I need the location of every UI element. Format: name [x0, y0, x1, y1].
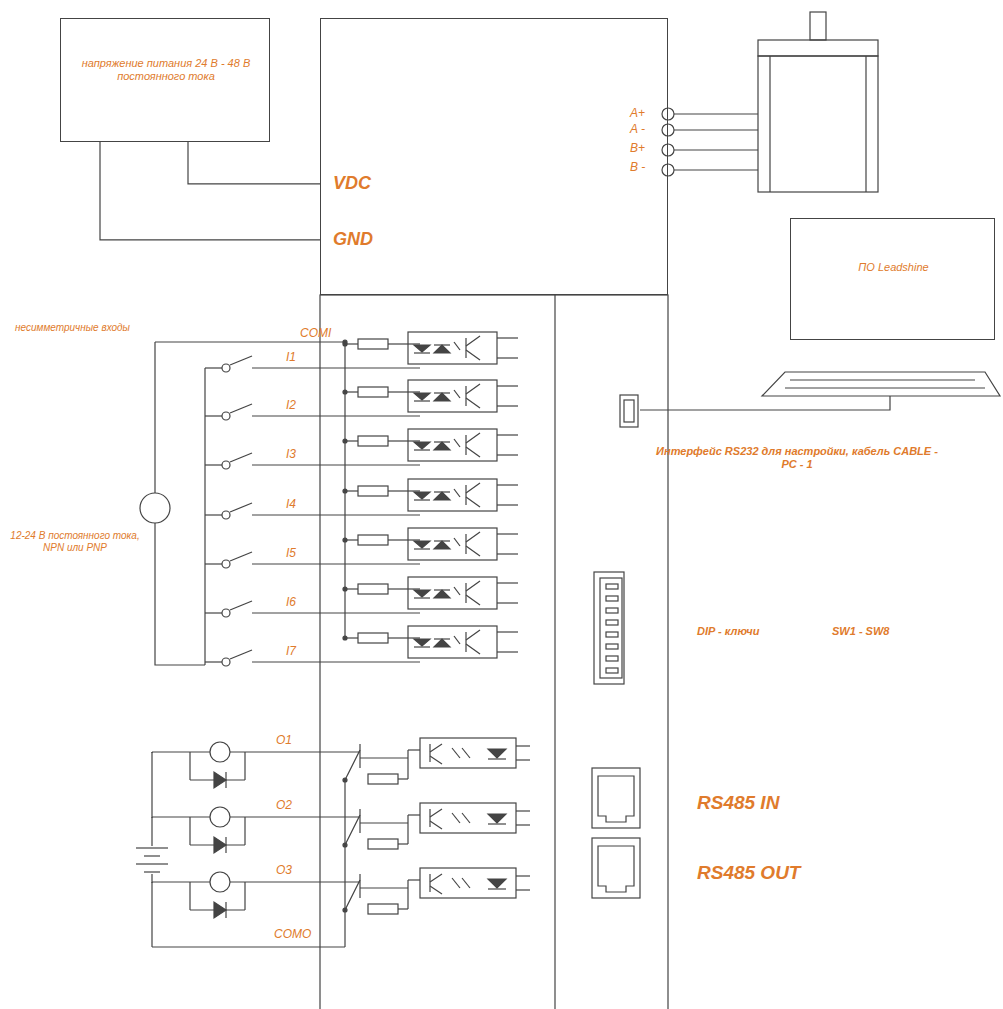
output-channels	[152, 738, 530, 918]
signal-name: I6	[286, 595, 296, 609]
input-channel	[205, 380, 518, 420]
input-channel	[205, 577, 518, 617]
signal-name: O3	[276, 863, 292, 877]
rj45-port	[592, 768, 640, 828]
software-label: ПО Leadshine	[801, 261, 986, 274]
input-channel	[205, 626, 518, 666]
input-channel	[205, 479, 518, 519]
signal-name: I3	[286, 447, 296, 461]
dip-switch	[594, 572, 624, 684]
input-channel	[205, 332, 518, 372]
keyboard	[762, 372, 1000, 396]
signal-name: COMI	[300, 326, 331, 340]
output-circuit	[136, 752, 345, 947]
terminal-label: A -	[630, 122, 645, 136]
power-wire	[188, 142, 320, 184]
note: 12-24 В постоянного тока, NPN или PNP	[5, 530, 145, 554]
rs232-cable	[640, 396, 890, 410]
output-channel	[152, 868, 530, 918]
part-name: SW1 - SW8	[832, 625, 889, 638]
signal-name: COMO	[274, 927, 311, 941]
input-channel	[205, 528, 518, 568]
note: Интерфейс RS232 для настройки, кабель CA…	[652, 445, 942, 471]
terminal-label: VDC	[333, 173, 371, 195]
rj45-port	[592, 838, 640, 898]
signal-name: I7	[286, 644, 296, 658]
part-name: DIP - ключи	[697, 625, 759, 638]
signal-name: O1	[276, 733, 292, 747]
power-wire	[100, 142, 320, 240]
driver-io-panel	[320, 295, 668, 1009]
note: несимметричные входы	[5, 322, 140, 334]
input-channels	[205, 332, 518, 666]
pc-monitor-box: ПО Leadshine	[790, 218, 995, 340]
signal-name: I4	[286, 497, 296, 511]
panel-divider	[554, 295, 555, 1009]
supply-label: напряжение питания 24 В - 48 В постоянно…	[81, 57, 251, 83]
stepper-motor	[758, 12, 878, 192]
signal-name: I5	[286, 546, 296, 560]
power-supply-box: напряжение питания 24 В - 48 В постоянно…	[60, 18, 270, 142]
input-channel	[205, 429, 518, 469]
input-circuit	[140, 340, 347, 665]
output-channel	[152, 738, 530, 788]
port-name: RS485 IN	[697, 792, 779, 815]
terminal-label: B+	[630, 141, 645, 155]
signal-name: I1	[286, 350, 296, 364]
terminal-label: A+	[630, 106, 645, 120]
motor-terminals	[662, 108, 758, 176]
signal-name: O2	[276, 798, 292, 812]
terminal-label: B -	[630, 160, 645, 174]
terminal-label: GND	[333, 229, 373, 251]
output-channel	[152, 803, 530, 853]
signal-name: I2	[286, 398, 296, 412]
driver-box: VDC GND	[320, 18, 668, 295]
port-name: RS485 OUT	[697, 862, 800, 885]
rs232-port	[620, 395, 638, 427]
